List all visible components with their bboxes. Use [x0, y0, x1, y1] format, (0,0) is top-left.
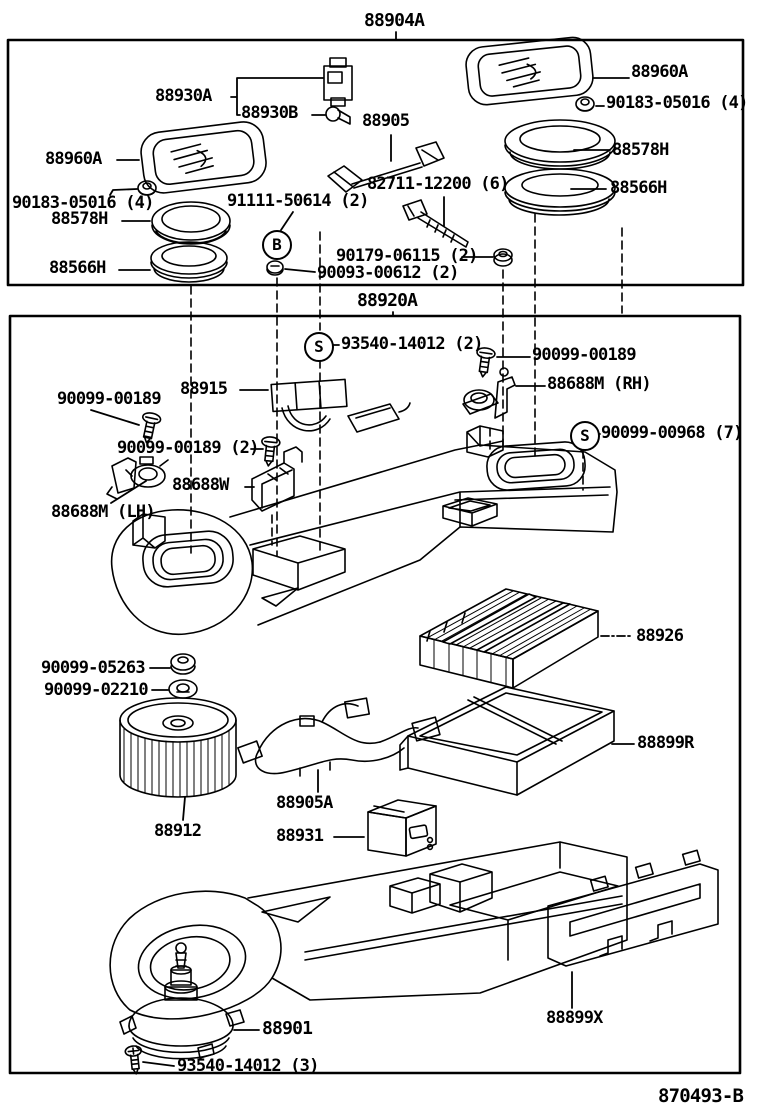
part-88915-resistor-drawing — [270, 378, 411, 433]
fastener-90099-00189-right-screw-drawing — [476, 347, 496, 378]
part-label-88912: 88912 — [154, 821, 202, 841]
part-label-88904a: 88904A — [364, 10, 425, 31]
ring-88566h-left-drawing — [150, 241, 228, 283]
part-label-90099-00189-right: 90099-00189 — [532, 345, 637, 365]
fastener-93540-screw-drawing — [124, 1045, 143, 1075]
part-88912-blower-wheel-drawing — [119, 697, 237, 798]
part-label-88926: 88926 — [636, 626, 684, 646]
part-88926-filter-drawing — [419, 588, 599, 689]
ring-88578h-right-drawing — [504, 119, 616, 170]
circled-s-symbol: S — [304, 332, 334, 362]
fastener-90099-05263-nut-drawing — [170, 653, 196, 675]
part-label-88688w: 88688W — [172, 475, 229, 495]
bracket-88688m-lh-drawing — [106, 456, 169, 500]
hvac-upper-body-drawing — [110, 425, 618, 635]
part-label-88688m-lh: 88688M (LH) — [51, 502, 156, 522]
part-label-88578h-right: 88578H — [612, 140, 669, 160]
part-88899r-tray-drawing — [399, 686, 615, 796]
part-label-88960a-right: 88960A — [631, 62, 688, 82]
fastener-90093-nut-drawing — [266, 260, 284, 276]
fastener-90183-left-nut-drawing — [137, 180, 157, 196]
part-label-88901: 88901 — [262, 1018, 313, 1039]
part-label-88566h-right: 88566H — [610, 178, 667, 198]
part-label-88960a-left: 88960A — [45, 149, 102, 169]
fastener-90099-00189-left-screw-drawing — [141, 412, 162, 444]
part-label-90099-05263: 90099-05263 — [41, 658, 146, 678]
part-label-93540-3: 93540-14012 (3) — [177, 1056, 319, 1076]
part-label-88899r: 88899R — [637, 733, 694, 753]
ring-88566h-right-drawing — [504, 168, 616, 216]
top-box-frame — [6, 38, 745, 1075]
fastener-90099-02210-nut-drawing — [168, 679, 198, 699]
leader-lines — [90, 31, 635, 1067]
circled-b-symbol: B — [262, 230, 292, 260]
part-label-88930a: 88930A — [155, 86, 212, 106]
part-label-90183-right: 90183-05016 (4) — [606, 93, 748, 113]
bracket-88688w-drawing — [251, 446, 303, 512]
part-88901-motor-drawing — [119, 942, 245, 1060]
part-label-91111: 91111-50614 (2) — [227, 191, 369, 211]
fastener-90179-nut-drawing — [493, 248, 513, 267]
drawing-number-label: 870493-B — [658, 1085, 744, 1107]
part-label-90099-00189-left: 90099-00189 — [57, 389, 162, 409]
part-88905a-harness-drawing — [237, 697, 441, 777]
part-label-82711: 82711-12200 (6) — [367, 174, 509, 194]
part-label-88688m-rh: 88688M (RH) — [547, 374, 652, 394]
part-label-88930b: 88930B — [241, 103, 298, 123]
fastener-90099-00189-2-screw-drawing — [261, 436, 281, 467]
part-label-88566h-left: 88566H — [49, 258, 106, 278]
part-88899x-plate-drawing — [547, 849, 719, 967]
part-label-90179: 90179-06115 (2) — [336, 246, 478, 266]
part-label-88899x: 88899X — [546, 1008, 603, 1028]
part-label-88905: 88905 — [362, 111, 410, 131]
part-label-90099-02210: 90099-02210 — [44, 680, 149, 700]
part-88930-switch-drawing — [323, 57, 353, 125]
part-label-90093: 90093-00612 (2) — [317, 263, 459, 283]
lid-88960a-left-drawing — [140, 121, 267, 194]
lid-88960a-right-drawing — [465, 36, 594, 106]
part-88931-amplifier-drawing — [367, 799, 437, 857]
part-label-88931: 88931 — [276, 826, 324, 846]
fastener-90183-right-nut-drawing — [575, 96, 595, 112]
part-label-88915: 88915 — [180, 379, 228, 399]
part-label-88920a: 88920A — [357, 290, 418, 311]
part-label-93540-2: 93540-14012 (2) — [341, 334, 483, 354]
part-label-90099-00189-2: 90099-00189 (2) — [117, 438, 259, 458]
part-label-90183-left: 90183-05016 (4) — [12, 193, 154, 213]
bracket-88688m-rh-drawing — [462, 367, 516, 419]
part-label-90099-00968: 90099-00968 (7) — [601, 423, 743, 443]
hvac-lower-case-drawing — [109, 841, 628, 1020]
part-88905-cable-drawing — [327, 141, 445, 193]
part-82711-strap-drawing — [402, 199, 469, 248]
circled-s-symbol: S — [570, 421, 600, 451]
ring-88578h-left-drawing — [151, 201, 231, 245]
dashed-guides — [190, 213, 623, 557]
part-label-88578h-left: 88578H — [51, 209, 108, 229]
part-label-88905a: 88905A — [276, 793, 333, 813]
